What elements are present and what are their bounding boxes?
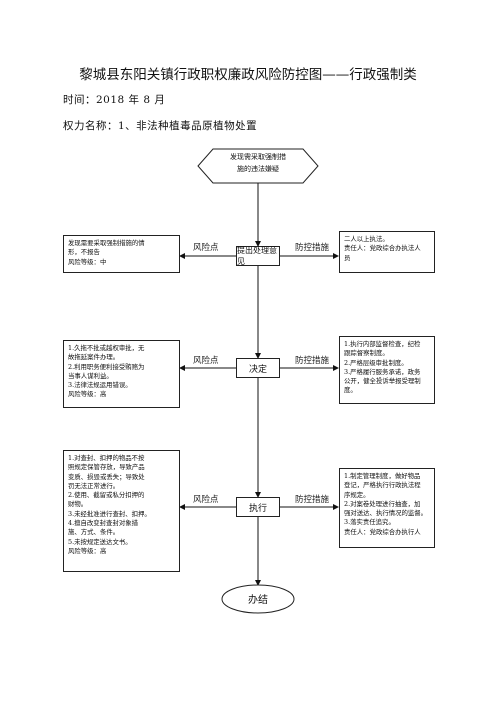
risk-2-line: 风险等级：高: [68, 390, 107, 399]
page-title: 黎城县东阳关镇行政职权廉政风险防控图——行政强制类: [79, 67, 417, 83]
step-decision: 决定: [236, 358, 280, 378]
risk-2-line: 2.利用职务便利接受贿赂为: [68, 362, 145, 371]
risk-3-line: 照规定保管存放，导致产品: [68, 463, 145, 472]
risk-3-line: 财物。: [68, 500, 88, 509]
risk-box-3: 1.对查封、扣押的物品不按 照规定保管存放，导致产品 变质、损毁或丢失；导致处 …: [63, 450, 180, 572]
risk-2-line: 3.法律法规运用错误。: [68, 381, 132, 390]
control-label-2: 防控措施: [295, 356, 330, 366]
control-2-line: 公开，健全投诉举报受理制: [344, 377, 421, 386]
risk-1-line: 形，不报告: [68, 248, 100, 257]
control-3-line: 登记，严格执行行政执法程: [344, 481, 421, 490]
end-node: 办结: [248, 595, 268, 606]
control-label-3: 防控措施: [295, 495, 330, 505]
start-line-2: 施的违法嫌疑: [237, 164, 279, 173]
risk-3-line: 5.未按规定送达文书。: [68, 537, 132, 546]
control-2-line: 2.严格层级审批制度。: [344, 358, 408, 367]
risk-3-line: 1.对查封、扣押的物品不按: [68, 454, 145, 462]
risk-label-2: 风险点: [193, 356, 219, 366]
control-3-line: 2.对案卷处理进行抽查，加: [344, 499, 421, 508]
control-2-line: 跟踪督察制度。: [344, 349, 389, 358]
risk-2-line: 当事人谋利益。: [68, 371, 113, 380]
risk-label-1: 风险点: [193, 243, 219, 253]
control-3-line: 3.落实责任追究。: [344, 518, 395, 527]
control-box-3: 1.制定管理制度，做好物品 登记，严格执行行政执法程 序规定。 2.对案卷处理进…: [339, 468, 435, 548]
control-box-2: 1.执行内部监督检查，纪检 跟踪督察制度。 2.严格层级审批制度。 3.严格履行…: [339, 336, 435, 404]
risk-1-line: 风险等级：中: [68, 257, 107, 266]
risk-3-line: 施、方式、条件。: [68, 528, 120, 537]
start-line-1: 发现需采取强制措: [230, 153, 286, 161]
end-ellipse: [221, 584, 295, 614]
step-propose-opinion: 提出处理意见: [236, 246, 280, 266]
risk-3-line: 4.擅自改变封查封对象措: [68, 518, 139, 527]
control-label-1: 防控措施: [295, 243, 330, 253]
control-1-line: 员: [344, 253, 351, 262]
control-1-line: 二人以上执法。: [344, 235, 389, 243]
control-box-1: 二人以上执法。 责任人：党政综合办执法人 员: [339, 231, 435, 273]
time-line: 时间：2018 年 8 月: [63, 94, 166, 106]
risk-3-line: 风险等级：高: [68, 546, 107, 555]
risk-3-line: 3.未经批准进行查封、扣押。: [68, 509, 151, 518]
control-2-line: 1.执行内部监督检查，纪检: [344, 340, 421, 348]
control-3-line: 强对送达、执行情况的监督。: [344, 509, 428, 518]
power-name-line: 权力名称：1、非法种植毒品原植物处置: [63, 120, 258, 132]
risk-3-line: 罚无法正常进行。: [68, 481, 120, 490]
risk-2-line: 故拖延案件办理。: [68, 353, 120, 362]
control-3-line: 序规定。: [344, 490, 370, 499]
control-3-line: 1.制定管理制度，做好物品: [344, 472, 421, 480]
control-2-line: 度。: [344, 386, 357, 395]
control-1-line: 责任人：党政综合办执法人: [344, 244, 421, 253]
control-2-line: 3.严格履行服务承诺，政务: [344, 367, 421, 376]
risk-3-line: 变质、损毁或丢失；导致处: [68, 472, 145, 481]
risk-3-line: 2.使用、截留或私分扣押的: [68, 491, 145, 500]
risk-label-3: 风险点: [193, 495, 219, 505]
risk-2-line: 1.久拖不批或越权审批，无: [68, 344, 145, 352]
start-hexagon: [197, 148, 319, 184]
risk-box-1: 发现需要采取强制措施的情 形，不报告 风险等级：中: [63, 235, 180, 273]
risk-box-2: 1.久拖不批或越权审批，无 故拖延案件办理。 2.利用职务便利接受贿赂为 当事人…: [63, 340, 180, 408]
risk-1-line: 发现需要采取强制措施的情: [68, 239, 145, 247]
step-execute: 执行: [236, 497, 280, 517]
start-node: 发现需采取强制措 施的违法嫌疑: [213, 152, 303, 176]
control-3-line: 责任人：党政综合办执行人: [344, 527, 421, 536]
